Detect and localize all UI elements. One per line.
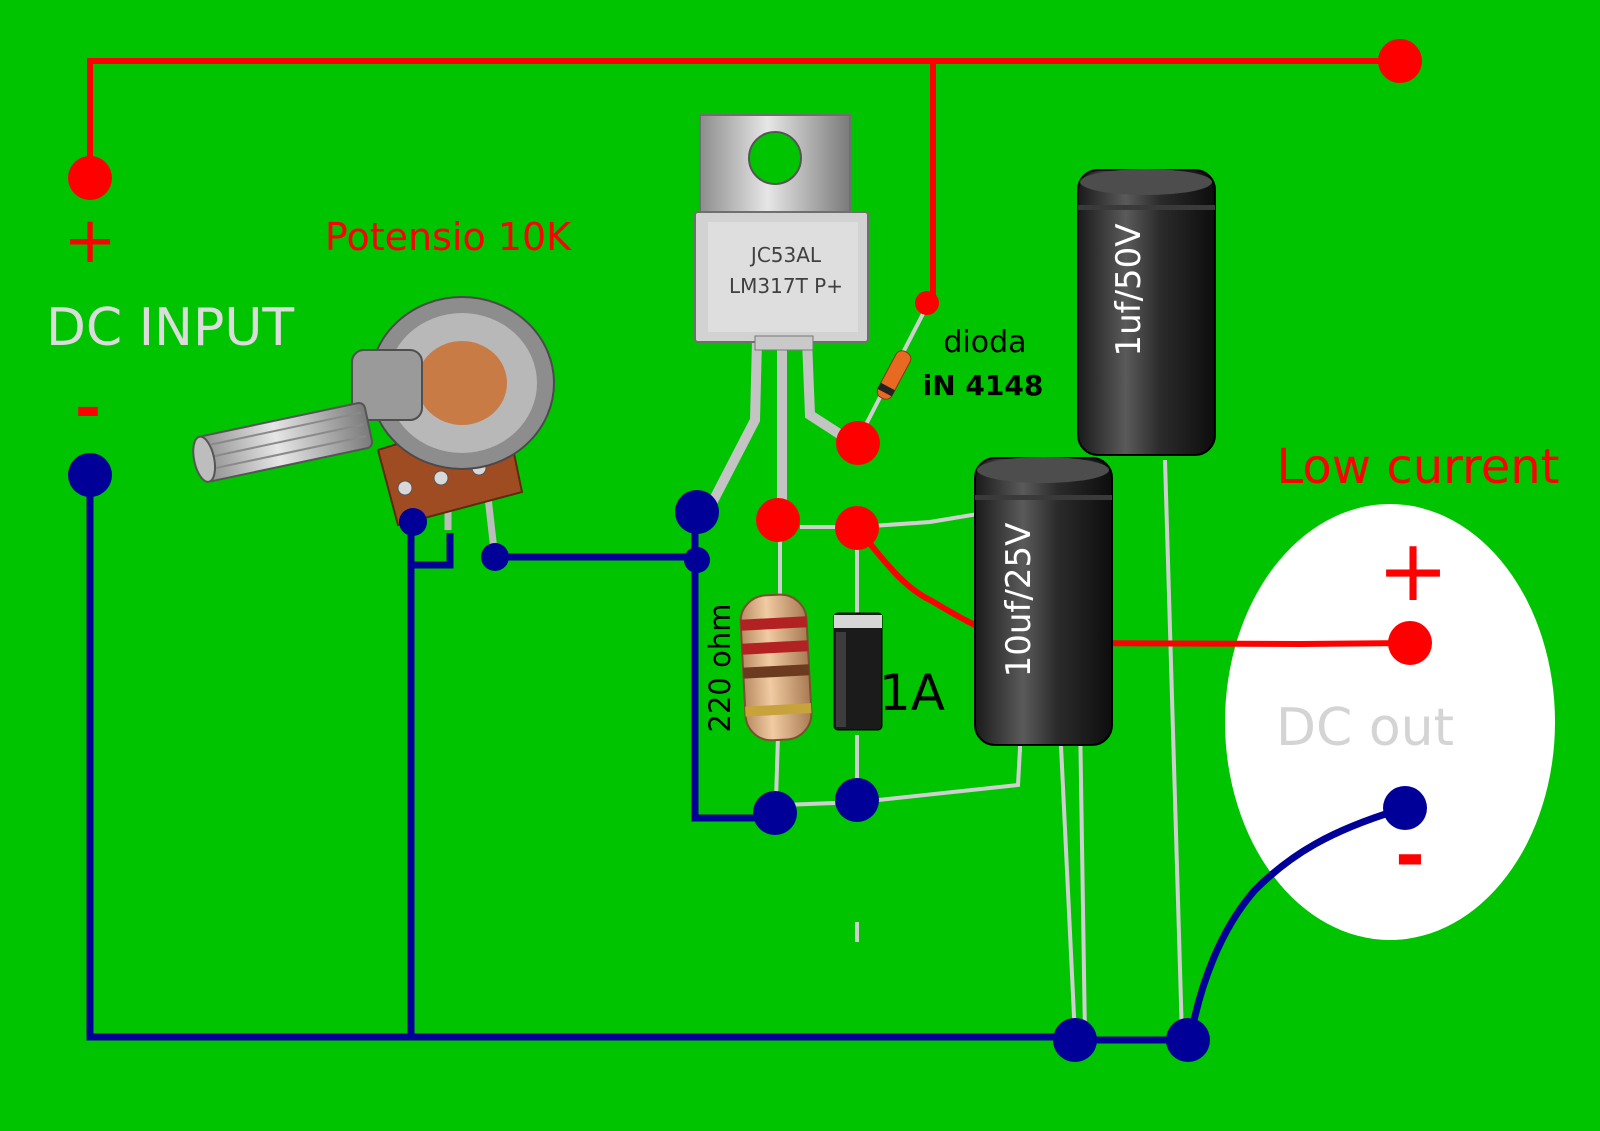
rectifier-diode-icon — [833, 612, 883, 731]
lm317-regulator-icon: JC53AL LM317T P+ — [694, 114, 869, 530]
capacitor-icon: 10uf/25V — [974, 457, 1113, 1038]
resistor-icon — [739, 540, 813, 801]
diode-1n4148-icon — [856, 305, 929, 441]
input-positive-terminal — [68, 156, 112, 200]
output-minus-sign: - — [1395, 813, 1425, 897]
diode-small-label-line1: dioda — [943, 325, 1026, 360]
negative-node — [399, 508, 427, 536]
negative-nodes — [68, 453, 1427, 1062]
cap-large-label: 10uf/25V — [999, 523, 1039, 678]
input-plus-sign: + — [63, 204, 117, 278]
diode-small-label-line2: iN 4148 — [923, 369, 1044, 402]
positive-nodes — [68, 39, 1432, 665]
regulator-label-line1: JC53AL — [749, 243, 822, 267]
negative-node — [835, 778, 879, 822]
regulator-label-line2: LM317T P+ — [729, 274, 843, 298]
positive-node — [1378, 39, 1422, 83]
dc-input-label: DC INPUT — [46, 298, 295, 358]
positive-node — [915, 291, 939, 315]
negative-node — [684, 547, 710, 573]
positive-node — [836, 421, 880, 465]
pot-label: Potensio 10K — [325, 215, 572, 259]
negative-node — [753, 791, 797, 835]
potentiometer-icon — [192, 296, 555, 551]
cap-small-label: 1uf/50V — [1109, 223, 1149, 356]
dc-out-panel — [1225, 504, 1555, 940]
input-negative-terminal — [68, 453, 112, 497]
diode-large-label: 1A — [879, 664, 945, 722]
negative-node — [1053, 1018, 1097, 1062]
capacitor-icon: 1uf/50V — [1077, 169, 1216, 456]
output-negative-terminal — [1383, 786, 1427, 830]
positive-node — [835, 506, 879, 550]
input-minus-sign: - — [75, 372, 102, 446]
negative-node — [675, 490, 719, 534]
positive-node — [756, 498, 800, 542]
resistor-label: 220 ohm — [703, 604, 737, 733]
output-plus-sign: + — [1377, 521, 1449, 621]
negative-node — [1166, 1018, 1210, 1062]
dc-out-label: DC out — [1276, 698, 1454, 758]
output-positive-terminal — [1388, 621, 1432, 665]
low-current-label: Low current — [1277, 439, 1560, 495]
negative-node — [481, 543, 509, 571]
